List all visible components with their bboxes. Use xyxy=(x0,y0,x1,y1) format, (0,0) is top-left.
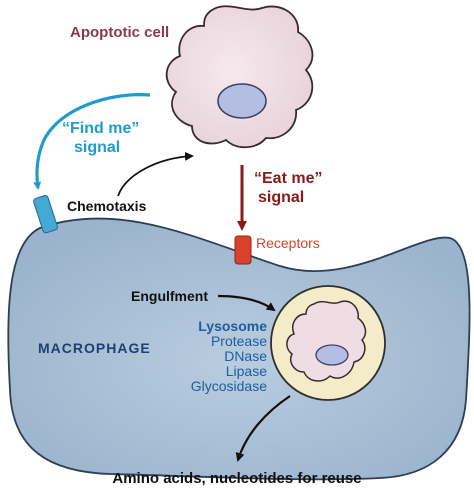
engulfment-arrow xyxy=(217,294,276,312)
macrophage-cell xyxy=(7,217,471,481)
eat-me-receptor xyxy=(234,235,252,265)
enzyme-lipase-label: Lipase xyxy=(225,363,267,379)
chemotaxis-arrow xyxy=(117,151,194,197)
apoptotic-cell xyxy=(165,5,314,149)
apoptotic-nucleus xyxy=(217,83,267,119)
eat-me-signal-label-line1: “Eat me” xyxy=(254,170,323,187)
enzyme-dnase-label: DNase xyxy=(224,348,267,364)
apoptotic-cell-label: Apoptotic cell xyxy=(70,24,170,41)
engulfed-nucleus xyxy=(315,344,349,366)
chemotaxis-label: Chemotaxis xyxy=(67,198,147,214)
macrophage-label: MACROPHAGE xyxy=(38,340,151,356)
enzyme-glycosidase-label: Glycosidase xyxy=(190,378,267,394)
find-me-arrow xyxy=(33,93,151,190)
eat-me-signal-label-line2: signal xyxy=(258,189,305,206)
find-me-signal-label-line1: “Find me” xyxy=(62,120,140,137)
receptors-label: Receptors xyxy=(256,235,320,251)
find-me-signal-label-line2: signal xyxy=(74,139,121,156)
enzyme-protease-label: Protease xyxy=(210,333,267,349)
lysosome-label: Lysosome xyxy=(198,318,267,334)
find-me-receptor xyxy=(33,194,58,234)
products-label: Amino acids, nucleotides for reuse xyxy=(112,470,362,487)
reuse-arrow xyxy=(235,395,291,462)
engulfment-label: Engulfment xyxy=(131,288,208,304)
